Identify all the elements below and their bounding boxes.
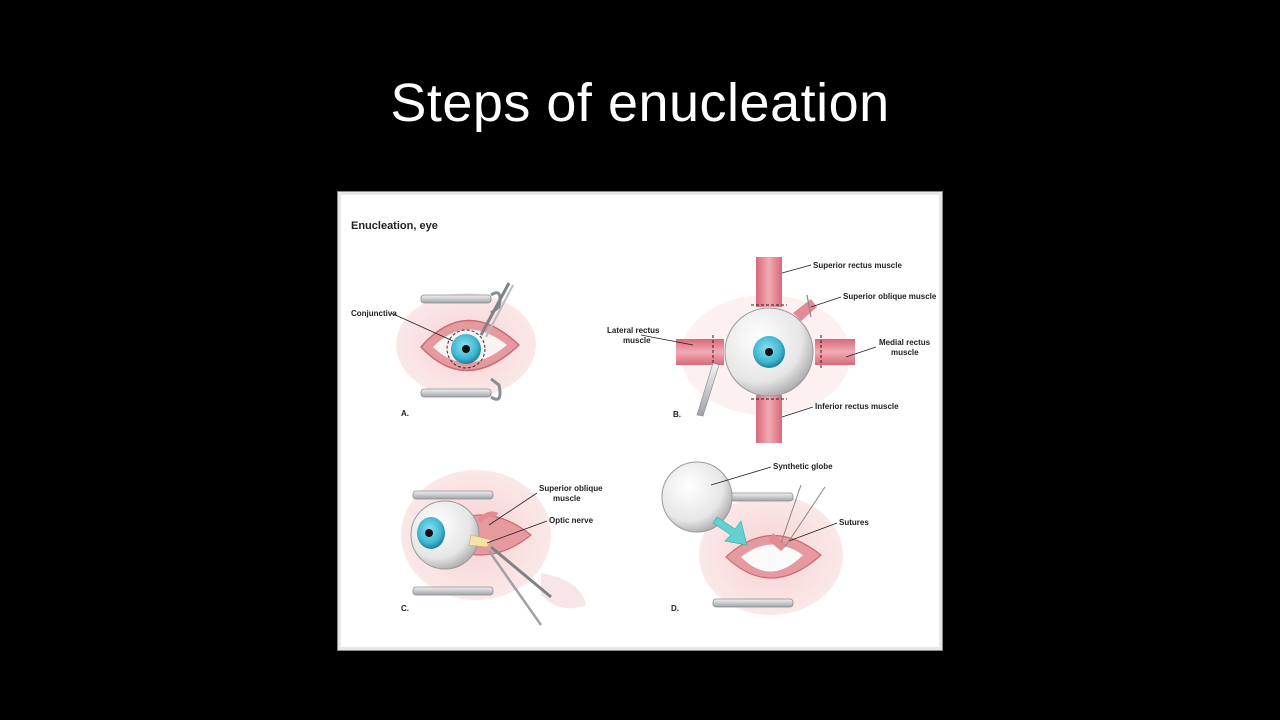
panel-b-leader-lateral-rectus [640,334,694,346]
panel-a-speculum-top [420,294,492,304]
panel-b-hook [806,294,812,318]
label-medial-rectus-1: Medial rectus [879,338,931,347]
panel-a-speculum-hinge-top [490,291,502,315]
panel-c-speculum-top [412,490,494,500]
panel-b-medial-rectus [815,339,855,365]
panel-b-leader-inferior-rectus [781,406,814,418]
label-medial-rectus-2: muscle [891,348,919,357]
panel-c-letter: C. [401,604,409,613]
panel-b-forceps [696,362,720,417]
label-lateral-rectus-2: muscle [623,336,651,345]
panel-c-leader-optic-nerve [486,520,548,544]
panel-c-leader-superior-oblique [488,492,538,526]
panel-a-letter: A. [401,409,409,418]
panel-c-optic-nerve [468,534,492,548]
panel-a-incision-line [446,329,486,369]
label-optic-nerve: Optic nerve [549,516,594,525]
panel-c-tissue-extension [541,573,586,609]
panel-b: Superior rectus muscle Superior oblique … [607,257,937,443]
label-superior-oblique-c-2: muscle [553,494,581,503]
label-sutures: Sutures [839,518,869,527]
panel-b-leader-medial-rectus [845,346,877,358]
figure-heading: Enucleation, eye [351,220,438,232]
label-superior-rectus: Superior rectus muscle [813,261,902,270]
enucleation-figure: Enucleation, eye Conjunctiva A. [337,191,943,651]
enucleation-illustration: Enucleation, eye Conjunctiva A. [351,220,937,626]
label-conjunctiva: Conjunctiva [351,309,397,318]
label-superior-oblique-b: Superior oblique muscle [843,292,937,301]
panel-c: Superior oblique muscle Optic nerve C. [401,470,603,626]
panel-d-leader-synthetic-globe [710,466,772,486]
panel-c-scissors-blade [487,550,543,626]
panel-d-suture-1 [780,484,802,544]
panel-d-leader-sutures [788,522,838,542]
panel-b-inferior-rectus [756,395,782,443]
panel-d-suture-2 [784,486,826,548]
panel-a-pupil [462,345,470,353]
panel-d-sutured-muscle [769,533,787,551]
label-synthetic-globe: Synthetic globe [773,462,833,471]
panel-c-speculum-bottom [412,586,494,596]
label-superior-oblique-c-1: Superior oblique [539,484,603,493]
panel-d-orbit-cavity [741,544,803,572]
panel-a: Conjunctiva A. [351,282,536,418]
panel-b-leader-superior-oblique [810,296,842,308]
panel-c-pupil [425,529,433,537]
label-lateral-rectus-1: Lateral rectus [607,326,660,335]
panel-b-superior-rectus [756,257,782,307]
panel-a-scissors-blade [485,284,514,338]
panel-d-synthetic-globe [661,461,733,533]
panel-b-pupil [765,348,773,356]
panel-b-letter: B. [673,410,681,419]
panel-a-leader-conjunctiva [390,312,454,342]
panel-d-letter: D. [671,604,679,613]
panel-c-scissors [490,545,552,599]
panel-d: Synthetic globe Sutures D. [661,461,869,615]
panel-d-speculum-bottom [712,598,794,608]
label-inferior-rectus: Inferior rectus muscle [815,402,899,411]
panel-a-speculum-hinge-bottom [490,377,502,401]
panel-b-leader-superior-rectus [781,264,812,274]
panel-b-superior-oblique [793,299,817,321]
panel-d-insertion-arrow [712,516,748,546]
panel-a-speculum-bottom [420,388,492,398]
panel-a-scissors [479,282,511,336]
panel-c-superior-oblique [477,511,499,523]
slide-title: Steps of enucleation [390,73,890,133]
